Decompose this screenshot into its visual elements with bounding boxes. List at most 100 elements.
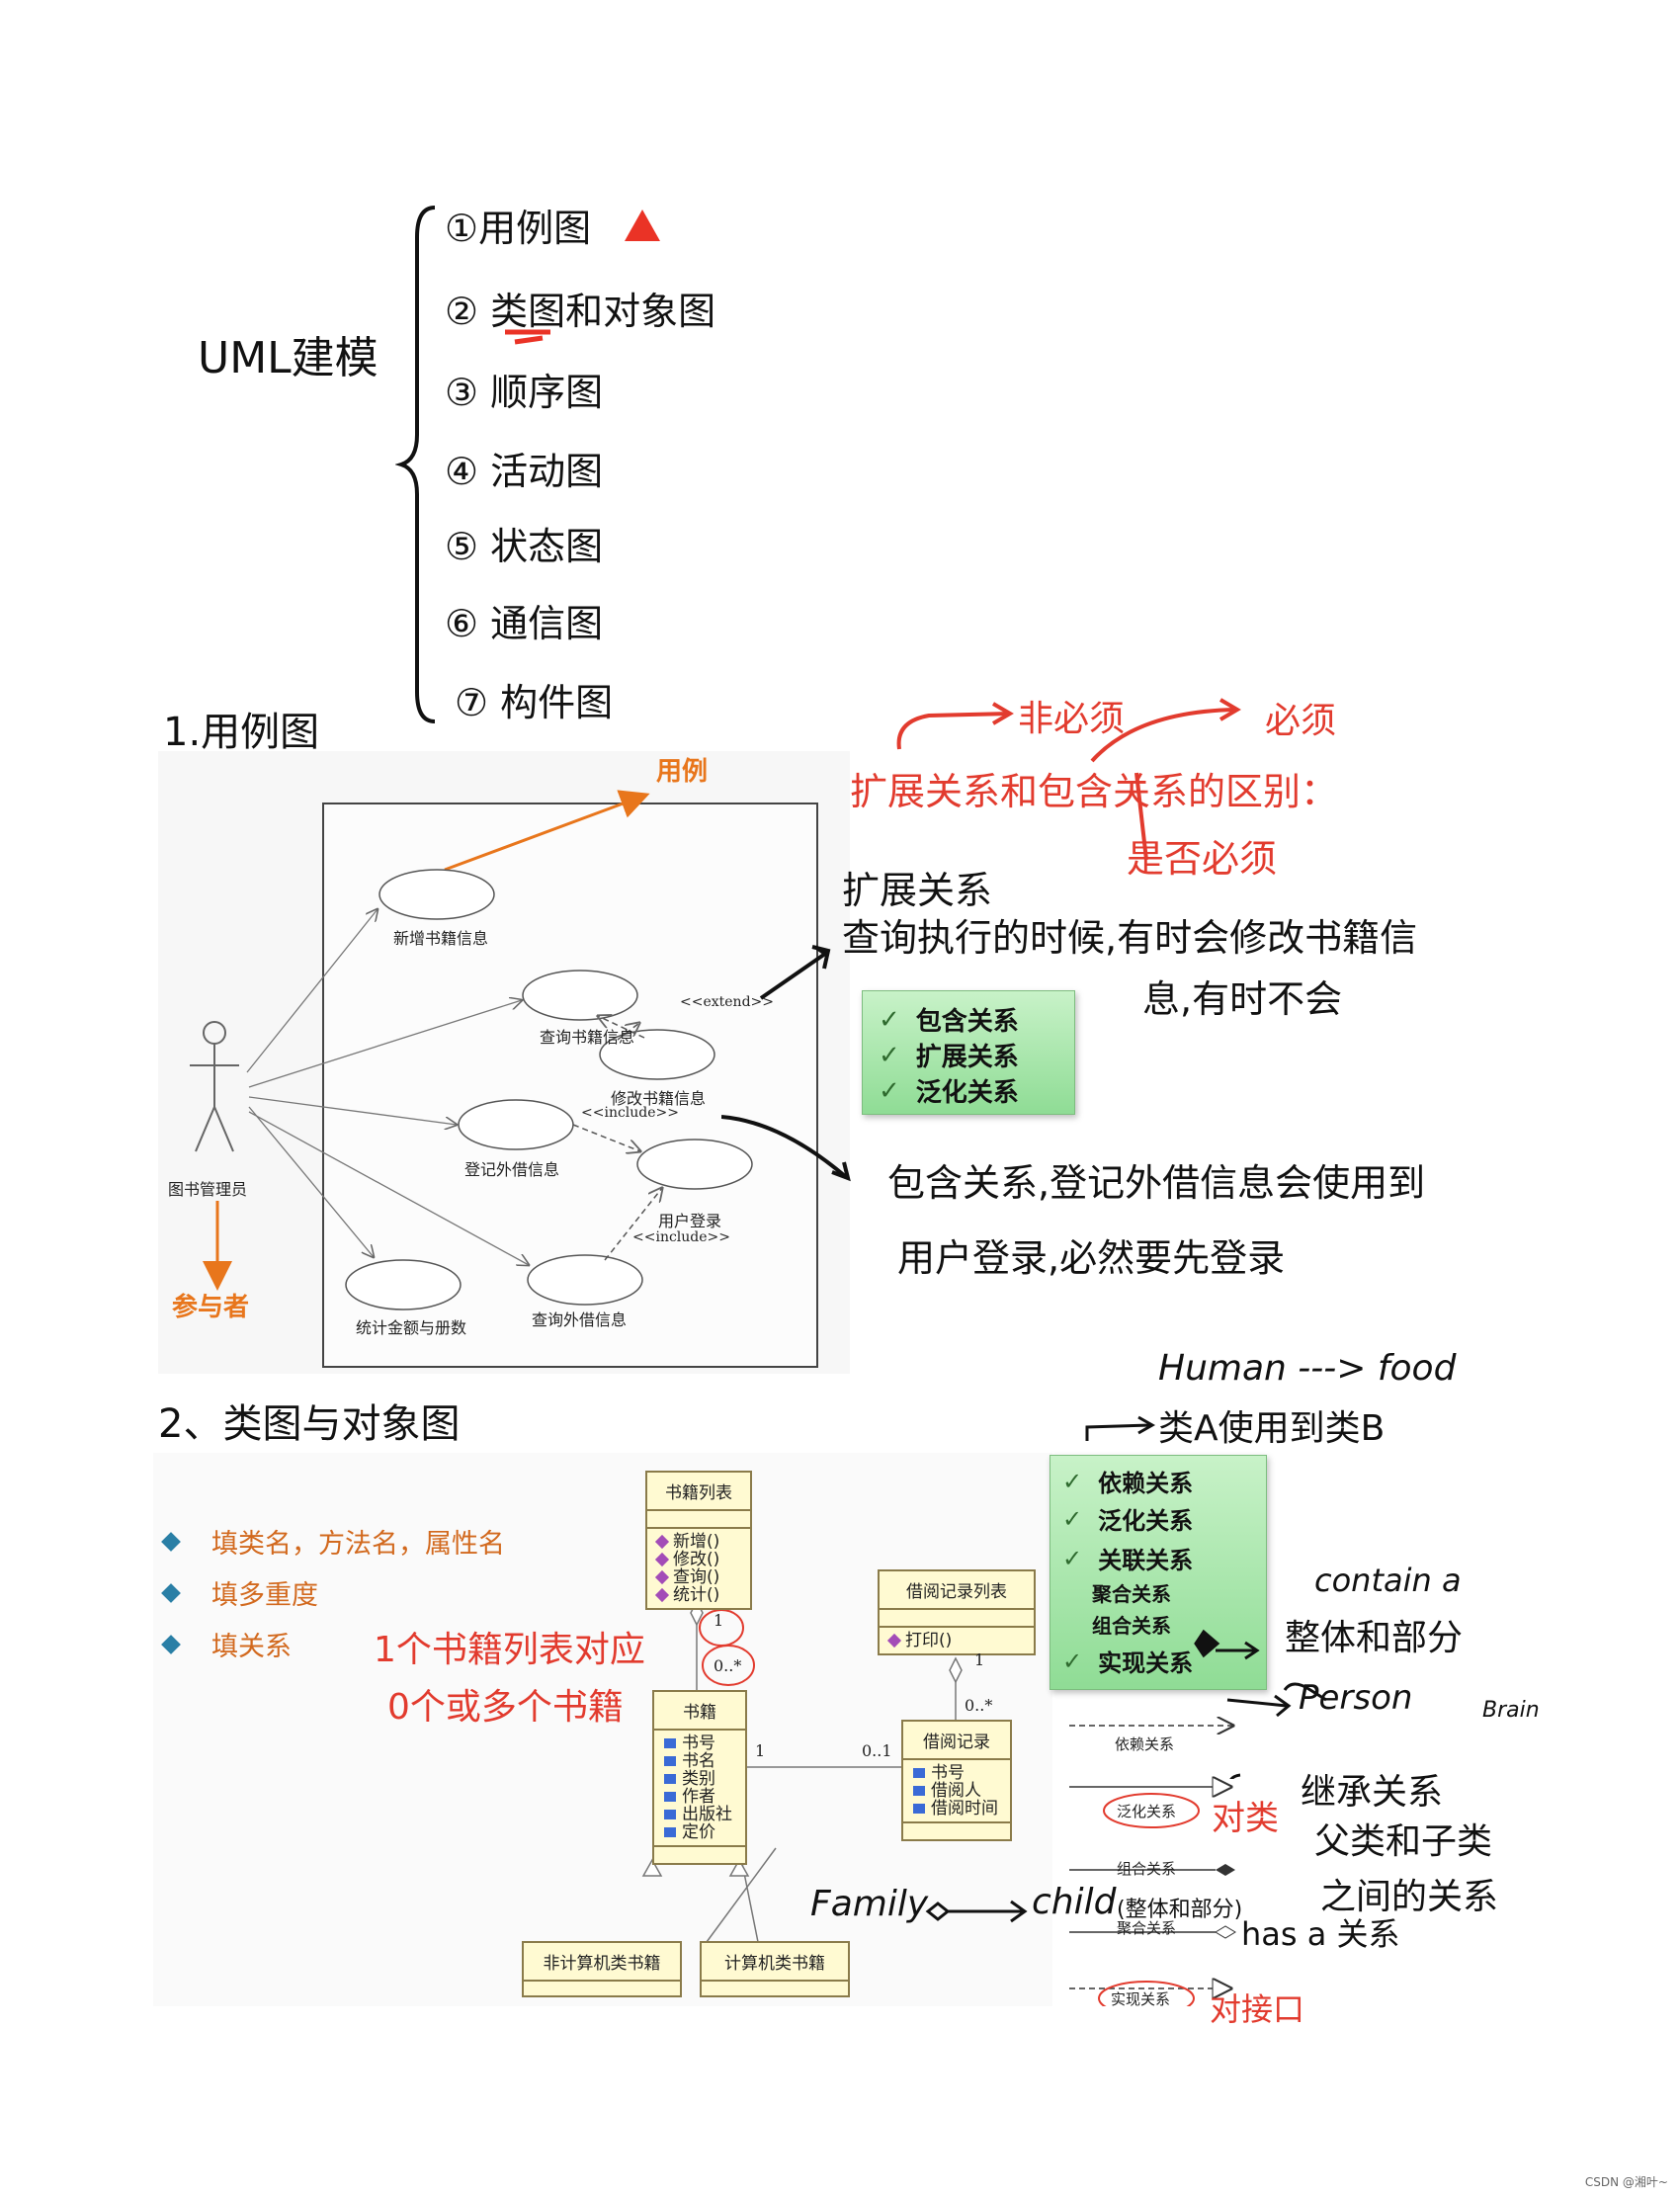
class-relations-box: ✓依赖关系 ✓泛化关系 ✓关联关系 聚合关系 组合关系 ✓实现关系 bbox=[1050, 1455, 1267, 1690]
section1-heading: 1.用例图 bbox=[163, 710, 320, 755]
actor-callout: 参与者 bbox=[172, 1293, 250, 1322]
note-whether-required: 是否必须 bbox=[1127, 837, 1278, 881]
relation-include: 包含关系 bbox=[915, 1007, 1019, 1037]
footer-watermark: CSDN @湘叶~ bbox=[1584, 2175, 1668, 2189]
class-methods-empty bbox=[903, 1823, 1010, 1839]
note-person: Person bbox=[1299, 1678, 1413, 1718]
usecase-label-add: 新增书籍信息 bbox=[393, 929, 489, 948]
red-triangle-mark bbox=[625, 210, 660, 241]
method: 修改() bbox=[673, 1550, 720, 1569]
outline-root: UML建模 bbox=[198, 333, 378, 383]
class-attrs: 书号 借阅人 借阅时间 bbox=[903, 1760, 1010, 1823]
check-icon: ✓ bbox=[879, 1004, 900, 1035]
usecase-label-stats: 统计金额与册数 bbox=[356, 1318, 467, 1337]
class-comp: 计算机类书籍 bbox=[700, 1941, 850, 1997]
relation-composition: 组合关系 bbox=[1092, 1614, 1171, 1638]
class-name: 计算机类书籍 bbox=[702, 1943, 848, 1982]
check-icon: ✓ bbox=[1062, 1544, 1083, 1572]
attribute: 借阅时间 bbox=[931, 1799, 998, 1818]
note-has-a: has a 关系 bbox=[1241, 1915, 1400, 1953]
outline-item-5: ⑤ 状态图 bbox=[445, 525, 604, 568]
attribute-icon bbox=[664, 1756, 676, 1766]
relation-legend bbox=[1069, 1700, 1236, 2006]
legend-generalization: 泛化关系 bbox=[1117, 1803, 1177, 1820]
usecase-label-borrow-query: 查询外借信息 bbox=[532, 1310, 628, 1329]
outline-item-2: ② 类图和对象图 bbox=[445, 290, 716, 333]
note-whole-part-2: (整体和部分) bbox=[1117, 1898, 1243, 1922]
section2-heading: 2、类图与对象图 bbox=[158, 1401, 461, 1447]
usecase-label-login: 用户登录 bbox=[658, 1212, 722, 1230]
method-icon bbox=[654, 1552, 670, 1567]
note-inherit-3: 之间的关系 bbox=[1320, 1877, 1499, 1917]
method: 查询() bbox=[673, 1567, 720, 1587]
note-extend-title: 扩展关系 bbox=[842, 869, 993, 912]
attribute: 作者 bbox=[682, 1787, 715, 1807]
class-attrs-empty bbox=[880, 1610, 1034, 1628]
class-methods: 打印() bbox=[880, 1628, 1034, 1653]
outline-item-4: ④ 活动图 bbox=[445, 450, 604, 493]
multiplicity-1: 1 bbox=[714, 1611, 724, 1630]
usecase-ellipse-stats bbox=[345, 1259, 462, 1310]
relation-dependency: 依赖关系 bbox=[1098, 1470, 1194, 1497]
red-note-line2: 0个或多个书籍 bbox=[387, 1687, 624, 1728]
note-inherit-2: 父类和子类 bbox=[1314, 1821, 1493, 1862]
attribute: 书号 bbox=[682, 1733, 715, 1753]
outline-item-7: ⑦ 构件图 bbox=[455, 681, 614, 724]
actor-figure bbox=[190, 1021, 239, 1152]
attribute: 定价 bbox=[682, 1822, 715, 1842]
legend-realization: 实现关系 bbox=[1111, 1990, 1171, 2008]
bullet-text-1: 填类名，方法名，属性名 bbox=[211, 1529, 505, 1560]
bullet-text-2: 填多重度 bbox=[211, 1580, 318, 1611]
attribute-icon bbox=[913, 1786, 925, 1796]
note-human-food: Human ---> food bbox=[1158, 1348, 1457, 1389]
red-underline-mark bbox=[505, 329, 550, 345]
class-attrs-empty bbox=[647, 1511, 750, 1529]
relation-aggregation: 聚合关系 bbox=[1092, 1582, 1171, 1606]
note-inherit-1: 继承关系 bbox=[1301, 1772, 1444, 1813]
attribute-icon bbox=[913, 1768, 925, 1778]
note-family: Family bbox=[810, 1884, 929, 1924]
multiplicity-6: 0..1 bbox=[862, 1741, 892, 1760]
bullet-row-1: 填类名，方法名，属性名 bbox=[161, 1522, 505, 1561]
relation-extend: 扩展关系 bbox=[915, 1043, 1019, 1072]
class-borrow: 借阅记录 书号 借阅人 借阅时间 bbox=[901, 1720, 1012, 1841]
stereotype-include-1: <<include>> bbox=[581, 1105, 679, 1121]
stereotype-extend: <<extend>> bbox=[680, 994, 774, 1010]
usecase-ellipse-add bbox=[378, 869, 495, 920]
class-book: 书籍 书号 书名 类别 作者 出版社 定价 bbox=[652, 1690, 747, 1865]
class-name: 非计算机类书籍 bbox=[524, 1943, 680, 1982]
bullet-row-2: 填多重度 bbox=[161, 1573, 318, 1612]
section1-annotation-arrows bbox=[721, 698, 1241, 1182]
attribute: 类别 bbox=[682, 1769, 715, 1789]
usecase-diagram bbox=[190, 790, 818, 1368]
outline-item-1: ①用例图 bbox=[445, 207, 592, 250]
attribute-icon bbox=[913, 1804, 925, 1814]
attribute: 书号 bbox=[931, 1763, 965, 1783]
method-icon bbox=[886, 1633, 902, 1648]
note-child: child bbox=[1032, 1882, 1117, 1922]
note-extend-line1: 查询执行的时候,有时会修改书籍信 bbox=[842, 916, 1418, 960]
attribute: 书名 bbox=[682, 1751, 715, 1771]
class-name: 借阅记录 bbox=[903, 1722, 1010, 1760]
attribute-icon bbox=[664, 1827, 676, 1837]
method: 新增() bbox=[673, 1532, 720, 1552]
usecase-ellipse-query bbox=[522, 970, 638, 1021]
usecase-callout: 用例 bbox=[656, 757, 709, 787]
red-note-line1: 1个书籍列表对应 bbox=[374, 1630, 645, 1670]
attribute: 借阅人 bbox=[931, 1781, 981, 1801]
bullet-text-3: 填关系 bbox=[211, 1632, 292, 1662]
note-extend-line2: 息,有时不会 bbox=[1142, 977, 1343, 1021]
note-pair-class: 对类 bbox=[1212, 1799, 1279, 1838]
attribute-icon bbox=[664, 1810, 676, 1819]
note-difference: 扩展关系和包含关系的区别： bbox=[850, 770, 1339, 813]
multiplicity-4: 0..* bbox=[965, 1696, 993, 1715]
method: 打印() bbox=[905, 1631, 953, 1650]
usecase-ellipse-register bbox=[458, 1099, 574, 1150]
note-a-uses-b: 类A使用到类B bbox=[1158, 1408, 1386, 1449]
legend-aggregation: 聚合关系 bbox=[1117, 1919, 1177, 1937]
class-methods: 新增() 修改() 查询() 统计() bbox=[647, 1529, 750, 1608]
usecase-label-modify: 修改书籍信息 bbox=[611, 1089, 707, 1108]
actor-label: 图书管理员 bbox=[168, 1180, 248, 1199]
outline-brace bbox=[395, 206, 436, 723]
usecase-label-register: 登记外借信息 bbox=[464, 1160, 560, 1179]
